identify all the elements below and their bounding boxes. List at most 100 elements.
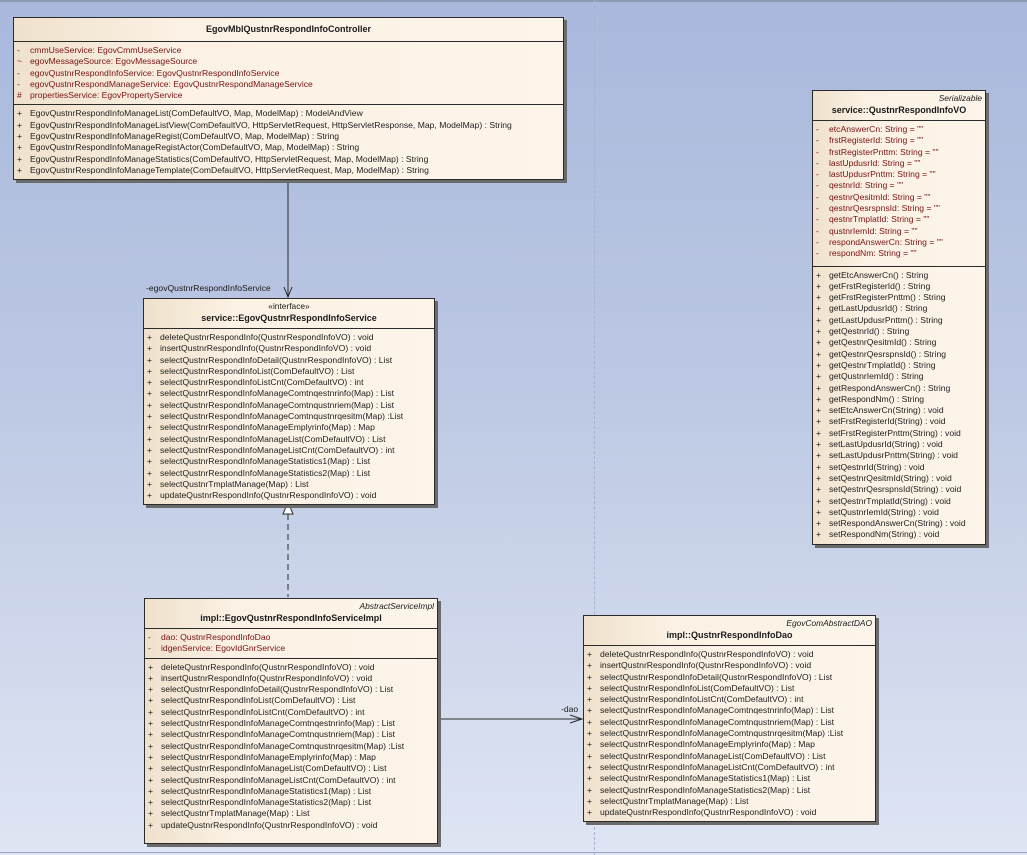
- operation-row[interactable]: +EgovQustnrRespondInfoManageRegistActor(…: [14, 142, 563, 153]
- operation-row[interactable]: +EgovQustnrRespondInfoManageRegist(ComDe…: [14, 131, 563, 142]
- operation-row[interactable]: +selectQustnrRespondInfoManageComtnqustn…: [145, 741, 437, 752]
- operation-row[interactable]: +selectQustnrRespondInfoManageComtnqestn…: [584, 705, 875, 716]
- operation-row[interactable]: +deleteQustnrRespondInfo(QustnrRespondIn…: [584, 649, 875, 660]
- operation-row[interactable]: +updateQustnrRespondInfo(QustnrRespondIn…: [144, 490, 434, 501]
- operation-row[interactable]: +getLastUpdusrId() : String: [813, 303, 985, 314]
- attribute-row[interactable]: -lastUpdusrPnttm: String = "": [813, 169, 985, 180]
- operation-row[interactable]: +setRespondNm(String) : void: [813, 529, 985, 540]
- operation-row[interactable]: +selectQustnrRespondInfoDetail(QustnrRes…: [145, 684, 437, 695]
- attribute-row[interactable]: -idgenService: EgovIdGnrService: [145, 643, 437, 654]
- operation-row[interactable]: +setQestnrQesrspnsId(String) : void: [813, 484, 985, 495]
- operation-row[interactable]: +selectQustnrRespondInfoListCnt(ComDefau…: [145, 707, 437, 718]
- attribute-row[interactable]: -qestnrId: String = "": [813, 180, 985, 191]
- operation-row[interactable]: +selectQustnrRespondInfoDetail(QustnrRes…: [584, 672, 875, 683]
- operation-row[interactable]: +selectQustnrRespondInfoListCnt(ComDefau…: [144, 377, 434, 388]
- operation-row[interactable]: +selectQustnrRespondInfoManageComtnqustn…: [144, 411, 434, 422]
- attribute-row[interactable]: -qestnrQesrspnsId: String = "": [813, 203, 985, 214]
- operation-row[interactable]: +EgovQustnrRespondInfoManageListView(Com…: [14, 120, 563, 131]
- operation-row[interactable]: +getLastUpdusrPnttm() : String: [813, 315, 985, 326]
- operation-row[interactable]: +getRespondAnswerCn() : String: [813, 383, 985, 394]
- operation-row[interactable]: +setQestnrTmplatId(String) : void: [813, 496, 985, 507]
- operation-row[interactable]: +setQestnrQesitmId(String) : void: [813, 473, 985, 484]
- realization-impl-to-service[interactable]: [282, 500, 294, 597]
- operation-row[interactable]: +setEtcAnswerCn(String) : void: [813, 405, 985, 416]
- operation-row[interactable]: +setQustnrIemId(String) : void: [813, 507, 985, 518]
- operation-row[interactable]: +getQustnrIemId() : String: [813, 371, 985, 382]
- attribute-row[interactable]: -egovQustnrRespondManageService: EgovQus…: [14, 79, 563, 90]
- operation-row[interactable]: +selectQustnrRespondInfoManageComtnqustn…: [144, 400, 434, 411]
- attribute-row[interactable]: -qestnrQesitmId: String = "": [813, 192, 985, 203]
- operation-row[interactable]: +selectQustnrRespondInfoList(ComDefaultV…: [145, 695, 437, 706]
- class-service-impl[interactable]: AbstractServiceImpl impl::EgovQustnrResp…: [144, 598, 438, 845]
- operation-row[interactable]: +selectQustnrRespondInfoList(ComDefaultV…: [584, 683, 875, 694]
- operation-row[interactable]: +setFrstRegisterPnttm(String) : void: [813, 428, 985, 439]
- operation-row[interactable]: +selectQustnrRespondInfoManageListCnt(Co…: [144, 445, 434, 456]
- operation-row[interactable]: +setFrstRegisterId(String) : void: [813, 416, 985, 427]
- operation-row[interactable]: +selectQustnrRespondInfoList(ComDefaultV…: [144, 366, 434, 377]
- operation-row[interactable]: +insertQustnrRespondInfo(QustnrRespondIn…: [145, 673, 437, 684]
- operation-row[interactable]: +selectQustnrRespondInfoManageEmplyrinfo…: [584, 739, 875, 750]
- operation-row[interactable]: +deleteQustnrRespondInfo(QustnrRespondIn…: [145, 662, 437, 673]
- operation-row[interactable]: +getQestnrId() : String: [813, 326, 985, 337]
- class-dao[interactable]: EgovComAbstractDAO impl::QustnrRespondIn…: [583, 615, 876, 823]
- association-controller-to-service[interactable]: [283, 175, 293, 299]
- operation-row[interactable]: +selectQustnrRespondInfoManageComtnqestn…: [145, 718, 437, 729]
- association-impl-to-dao[interactable]: [436, 714, 584, 724]
- attribute-row[interactable]: -qustnrIemId: String = "": [813, 226, 985, 237]
- operation-row[interactable]: +selectQustnrTmplatManage(Map) : List: [584, 796, 875, 807]
- class-service-interface[interactable]: «interface» service::EgovQustnrRespondIn…: [143, 298, 435, 506]
- operation-row[interactable]: +updateQustnrRespondInfo(QustnrRespondIn…: [584, 807, 875, 818]
- attribute-row[interactable]: -cmmUseService: EgovCmmUseService: [14, 45, 563, 56]
- attribute-row[interactable]: -frstRegisterId: String = "": [813, 135, 985, 146]
- operation-row[interactable]: +updateQustnrRespondInfo(QustnrRespondIn…: [145, 820, 437, 831]
- operation-row[interactable]: +selectQustnrRespondInfoManageListCnt(Co…: [584, 762, 875, 773]
- operation-row[interactable]: +selectQustnrTmplatManage(Map) : List: [144, 479, 434, 490]
- operation-row[interactable]: +getQestnrTmplatId() : String: [813, 360, 985, 371]
- operation-row[interactable]: +setLastUpdusrPnttm(String) : void: [813, 450, 985, 461]
- operation-row[interactable]: +insertQustnrRespondInfo(QustnrRespondIn…: [584, 660, 875, 671]
- operation-row[interactable]: +EgovQustnrRespondInfoManageList(ComDefa…: [14, 108, 563, 119]
- operation-row[interactable]: +selectQustnrRespondInfoManageStatistics…: [144, 456, 434, 467]
- operation-row[interactable]: +selectQustnrRespondInfoManageComtnqustn…: [584, 717, 875, 728]
- operation-row[interactable]: +selectQustnrRespondInfoManageComtnqustn…: [584, 728, 875, 739]
- attribute-row[interactable]: -lastUpdusrId: String = "": [813, 158, 985, 169]
- operation-row[interactable]: +getFrstRegisterPnttm() : String: [813, 292, 985, 303]
- attribute-row[interactable]: -frstRegisterPnttm: String = "": [813, 147, 985, 158]
- operation-row[interactable]: +getFrstRegisterId() : String: [813, 281, 985, 292]
- operation-row[interactable]: +selectQustnrRespondInfoManageComtnqustn…: [145, 729, 437, 740]
- operation-row[interactable]: +selectQustnrRespondInfoManageList(ComDe…: [584, 751, 875, 762]
- attribute-row[interactable]: #propertiesService: EgovPropertyService: [14, 90, 563, 101]
- operation-row[interactable]: +selectQustnrRespondInfoManageList(ComDe…: [144, 434, 434, 445]
- operation-row[interactable]: +selectQustnrRespondInfoManageStatistics…: [584, 773, 875, 784]
- operation-row[interactable]: +getEtcAnswerCn() : String: [813, 270, 985, 281]
- attribute-row[interactable]: -dao: QustnrRespondInfoDao: [145, 632, 437, 643]
- class-controller[interactable]: EgovMblQustnrRespondInfoController -cmmU…: [13, 17, 564, 181]
- attribute-row[interactable]: -respondAnswerCn: String = "": [813, 237, 985, 248]
- operation-row[interactable]: +EgovQustnrRespondInfoManageTemplate(Com…: [14, 165, 563, 176]
- attribute-row[interactable]: -respondNm: String = "": [813, 248, 985, 259]
- operation-row[interactable]: +selectQustnrRespondInfoManageStatistics…: [145, 786, 437, 797]
- operation-row[interactable]: +selectQustnrRespondInfoDetail(QustnrRes…: [144, 355, 434, 366]
- attribute-row[interactable]: -etcAnswerCn: String = "": [813, 124, 985, 135]
- operation-row[interactable]: +getQestnrQesitmId() : String: [813, 337, 985, 348]
- operation-row[interactable]: +deleteQustnrRespondInfo(QustnrRespondIn…: [144, 332, 434, 343]
- attribute-row[interactable]: -qestnrTmplatId: String = "": [813, 214, 985, 225]
- operation-row[interactable]: +selectQustnrTmplatManage(Map) : List: [145, 808, 437, 819]
- operation-row[interactable]: +setLastUpdusrId(String) : void: [813, 439, 985, 450]
- operation-row[interactable]: +selectQustnrRespondInfoManageEmplyrinfo…: [145, 752, 437, 763]
- operation-row[interactable]: +EgovQustnrRespondInfoManageStatistics(C…: [14, 154, 563, 165]
- operation-row[interactable]: +getQestnrQesrspnsId() : String: [813, 349, 985, 360]
- operation-row[interactable]: +selectQustnrRespondInfoManageEmplyrinfo…: [144, 422, 434, 433]
- operation-row[interactable]: +getRespondNm() : String: [813, 394, 985, 405]
- operation-row[interactable]: +selectQustnrRespondInfoManageStatistics…: [584, 785, 875, 796]
- operation-row[interactable]: +selectQustnrRespondInfoManageComtnqestn…: [144, 388, 434, 399]
- operation-row[interactable]: +selectQustnrRespondInfoListCnt(ComDefau…: [584, 694, 875, 705]
- operation-row[interactable]: +selectQustnrRespondInfoManageList(ComDe…: [145, 763, 437, 774]
- attribute-row[interactable]: ~egovMessageSource: EgovMessageSource: [14, 56, 563, 67]
- attribute-row[interactable]: -egovQustnrRespondInfoService: EgovQustn…: [14, 68, 563, 79]
- operation-row[interactable]: +setQestnrId(String) : void: [813, 462, 985, 473]
- operation-row[interactable]: +insertQustnrRespondInfo(QustnrRespondIn…: [144, 343, 434, 354]
- operation-row[interactable]: +selectQustnrRespondInfoManageListCnt(Co…: [145, 775, 437, 786]
- class-vo[interactable]: Serializable service::QustnrRespondInfoV…: [812, 90, 986, 545]
- operation-row[interactable]: +selectQustnrRespondInfoManageStatistics…: [145, 797, 437, 808]
